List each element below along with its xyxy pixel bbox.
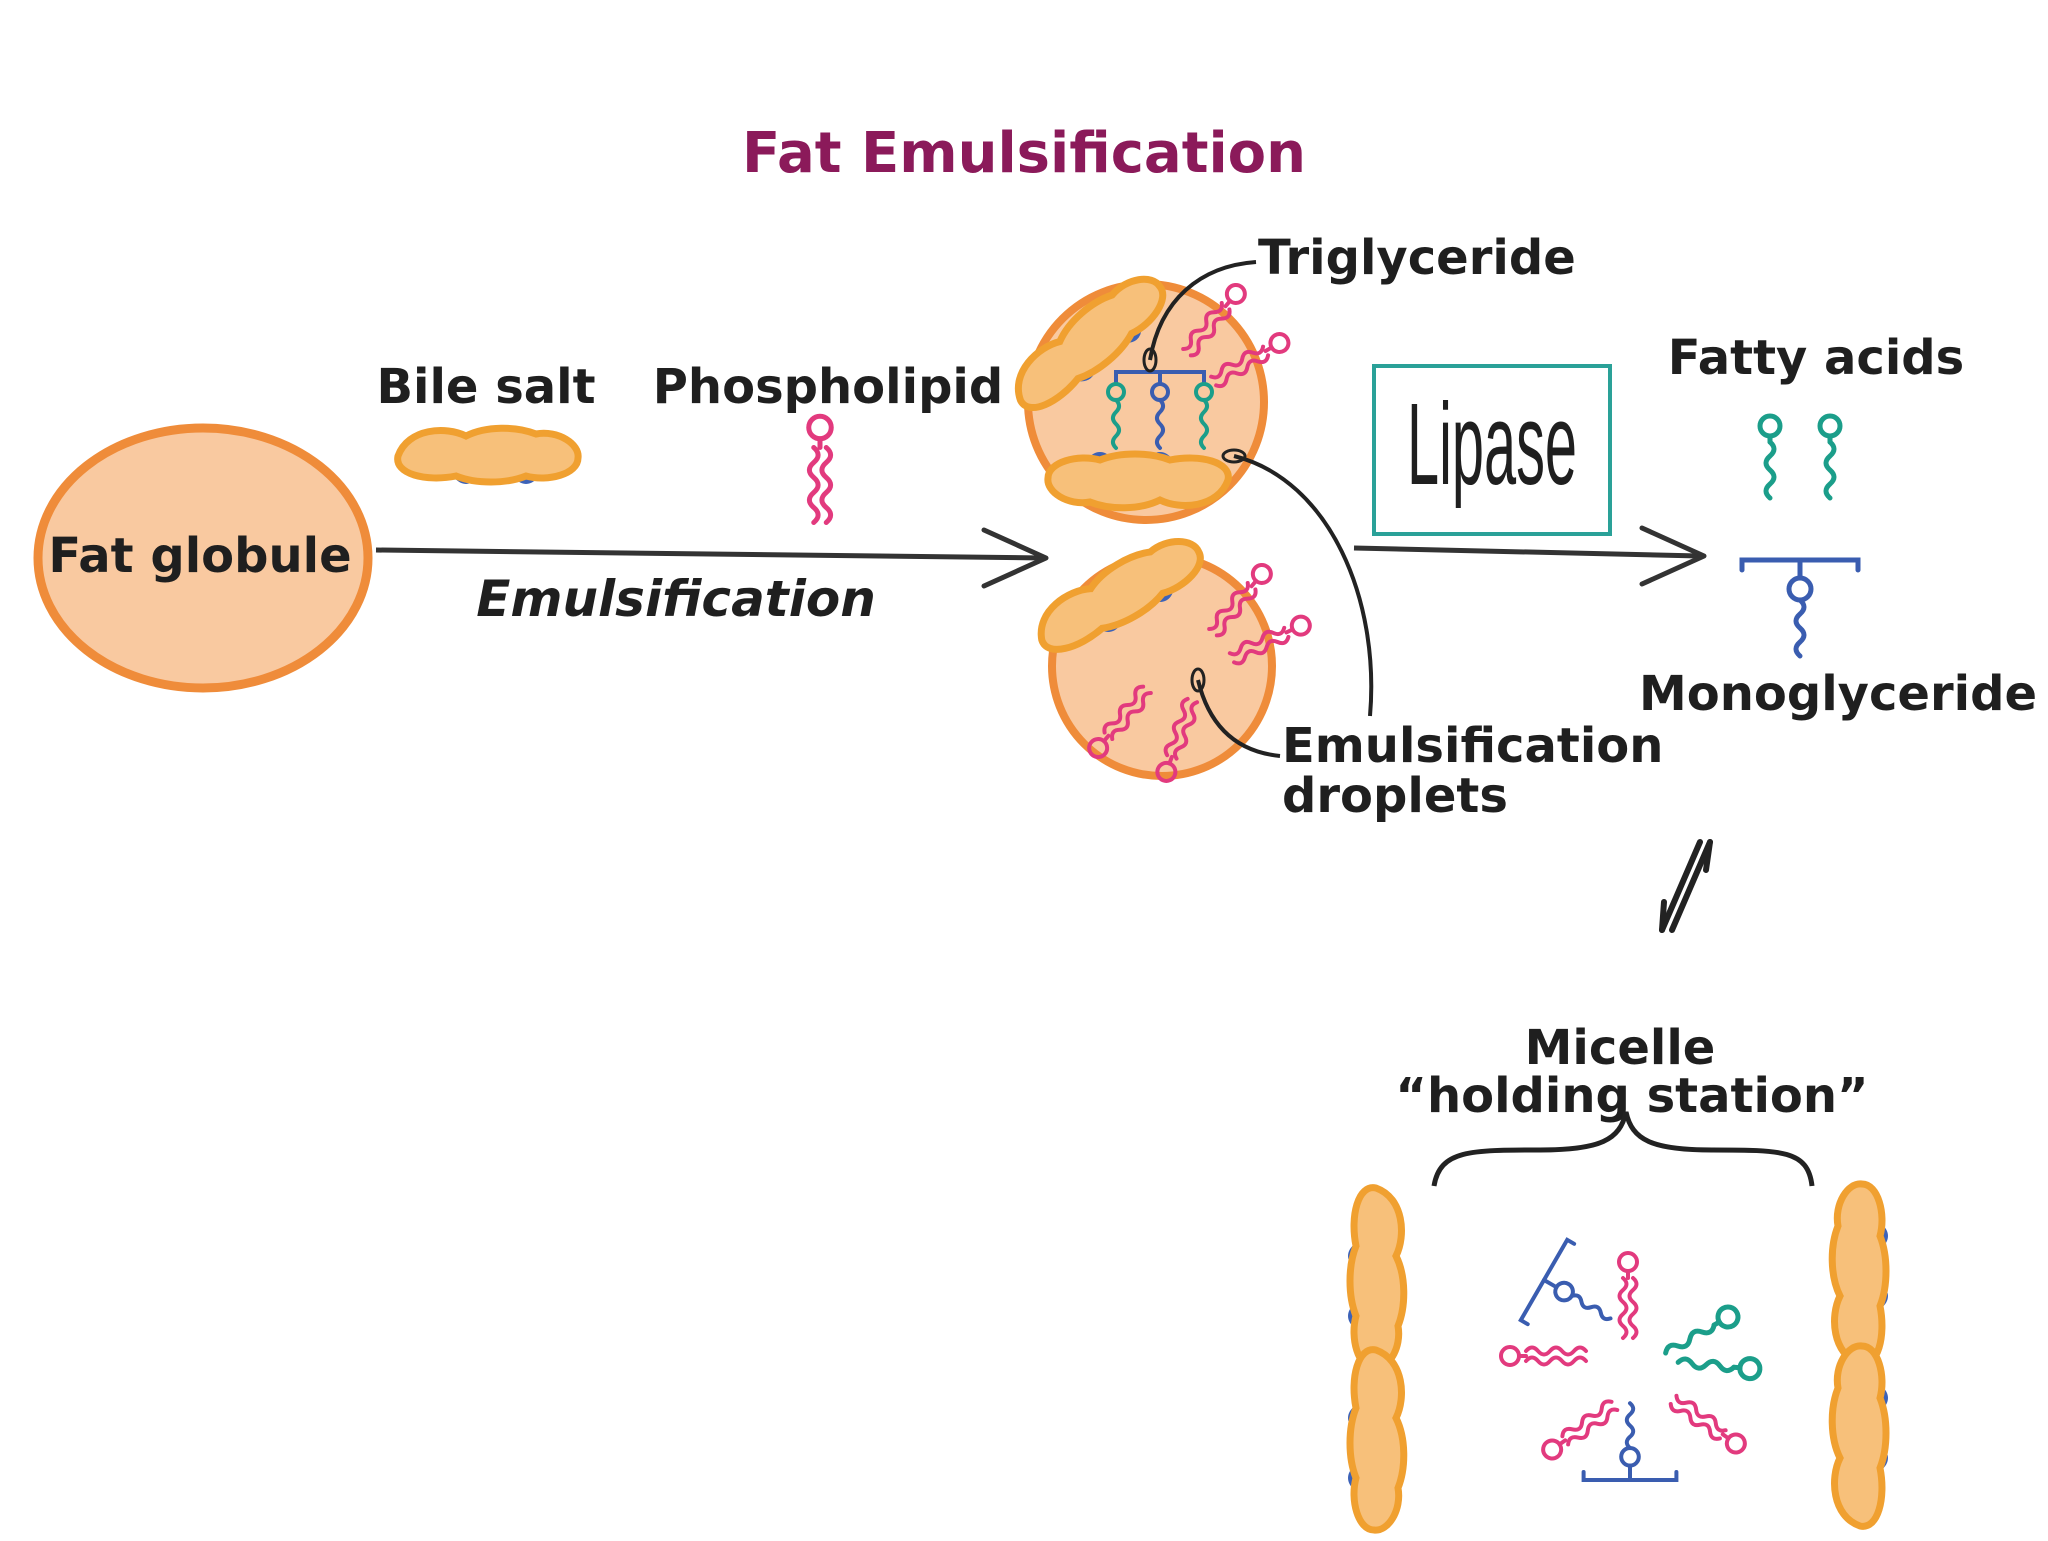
emulsification-droplet-upper (1002, 264, 1294, 524)
triglyceride-molecule (1106, 370, 1214, 450)
triglyceride-label: Triglyceride (1258, 230, 1576, 286)
bile-salt-icon (398, 428, 578, 482)
emulsification-arrow (375, 530, 1046, 586)
emulsification-label: Emulsification (476, 570, 876, 628)
fatty-acid-molecule (1760, 416, 1780, 498)
monoglyceride-molecule (1742, 560, 1858, 656)
micelle-phospholipid (1499, 1345, 1588, 1367)
emulsification-droplet-lower (1028, 526, 1315, 786)
triglyceride-pointer-tip (1142, 347, 1158, 373)
micelle-structure (1350, 1184, 1886, 1530)
diagram-title: Fat Emulsification (742, 121, 1306, 186)
micelle-bile-salt (1350, 1188, 1404, 1368)
equilibrium-arrows-icon (1659, 839, 1713, 933)
micelle-fatty-acid (1661, 1303, 1742, 1361)
phospholipid-label: Phospholipid (653, 359, 1003, 415)
fatty-acid-molecule (1820, 416, 1840, 498)
triglyceride-pointer (1148, 260, 1257, 361)
lipase-label: Lipase (1407, 379, 1577, 509)
droplets-pointer-tip-lower (1190, 667, 1206, 693)
droplets-pointer-tip-upper (1221, 448, 1247, 464)
lipase-arrow (1353, 528, 1704, 584)
micelle-phospholipid (1617, 1251, 1639, 1340)
fat-globule: Fat globule (33, 423, 373, 693)
micelle-phospholipid (1537, 1396, 1622, 1465)
emulsification-droplets-label-line2: droplets (1282, 768, 1508, 824)
monoglyceride-label: Monoglyceride (1639, 666, 2037, 722)
micelle-fatty-acid (1677, 1352, 1760, 1379)
micelle-bile-salt (1832, 1184, 1886, 1364)
micelle-phospholipid (1666, 1390, 1751, 1459)
bile-salt-label: Bile salt (376, 359, 595, 415)
phospholipid-icon (809, 416, 832, 522)
micelle-bile-salt (1350, 1350, 1404, 1530)
micelle-label-line2: “holding station” (1395, 1068, 1868, 1124)
micelle-brace (1431, 1111, 1815, 1187)
fat-globule-label: Fat globule (48, 528, 351, 584)
droplets-pointer (1233, 454, 1374, 717)
micelle-monoglyceride (1521, 1240, 1634, 1359)
micelle-bile-salt (1832, 1346, 1886, 1526)
bile-salt-on-droplet (1048, 454, 1228, 508)
droplets-pointer-lower (1196, 679, 1281, 758)
micelle-label-line1: Micelle (1525, 1020, 1716, 1076)
fatty-acids-label: Fatty acids (1668, 330, 1964, 386)
emulsification-droplets-label-line1: Emulsification (1282, 718, 1663, 774)
lipase-box: Lipase (1372, 364, 1612, 536)
